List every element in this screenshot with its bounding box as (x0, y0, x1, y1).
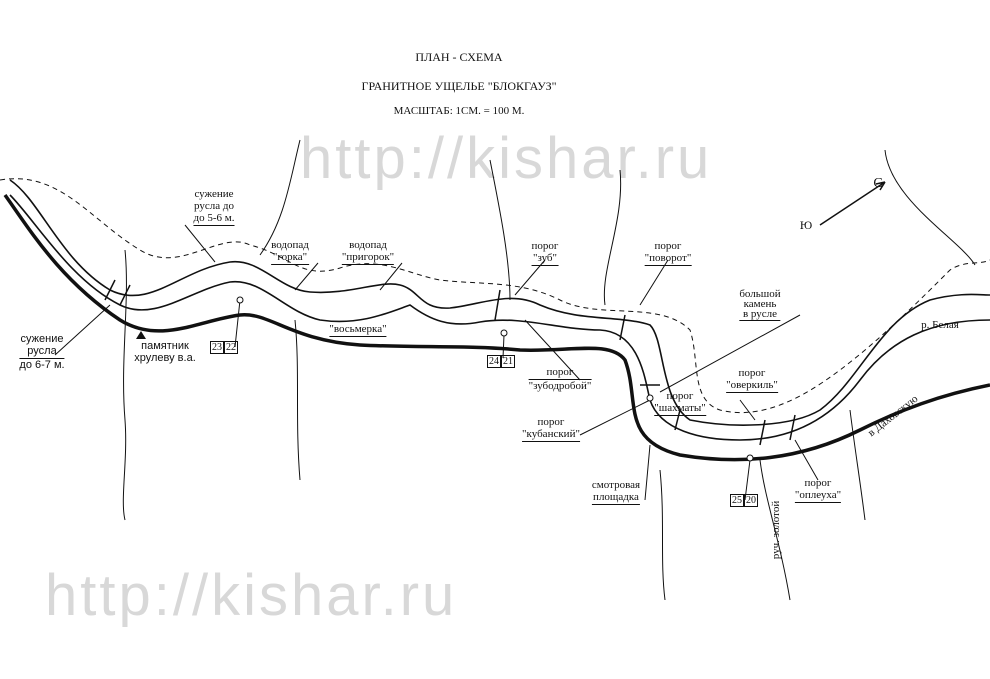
stream (122, 249, 127, 521)
label-porog-opleukha: порог"оплеуха" (794, 477, 842, 503)
km-point (236, 296, 244, 304)
stream (489, 159, 511, 301)
watermark: http://kishar.ru (45, 563, 458, 628)
stream (659, 469, 666, 601)
compass-north: С (873, 176, 883, 191)
label-porog-overkil: порог"оверкиль" (726, 367, 778, 393)
label-porog-zub: порог"зуб" (531, 240, 559, 266)
label-waterfall-gorka: водопад"горка" (271, 239, 309, 265)
km-point (500, 329, 508, 337)
river-bank-main (3, 193, 990, 462)
label-river-belaya: р. Белая (921, 319, 959, 331)
label-porog-povorot: порог"поворот" (644, 240, 692, 266)
compass-arrow (819, 181, 886, 226)
watermark: http://kishar.ru (300, 126, 713, 191)
label-vosmerka: "восьмерка" (329, 323, 387, 337)
big-stone-point (646, 394, 654, 402)
stream (259, 139, 301, 256)
stream-zolotoy (759, 459, 791, 601)
stream (849, 409, 866, 521)
stream (603, 169, 622, 306)
compass-south: Ю (799, 218, 813, 232)
monument-icon (136, 331, 146, 339)
stream (884, 149, 976, 266)
label-stream-zolotoy: руч. золотой (770, 500, 782, 560)
label-waterfall-prigorok: водопад"пригорок" (341, 239, 395, 265)
label-porog-kubansky: порог"кубанский" (522, 416, 580, 442)
river-channel-bottom (9, 194, 990, 441)
stream (294, 319, 301, 481)
label-porog-zubodroboy: порог"зубодробой" (528, 366, 592, 392)
map-title: ПЛАН - СХЕМА (415, 50, 503, 64)
trail-dashed (0, 178, 990, 414)
label-porog-shakhmaty: порог"шахматы" (654, 390, 706, 416)
km-point (746, 454, 754, 462)
river-channel-top (9, 179, 990, 426)
map-scale: МАСШТАБ: 1СМ. = 100 М. (393, 105, 525, 117)
map-subtitle: ГРАНИТНОЕ УЩЕЛЬЕ "БЛОКГАУЗ" (361, 79, 557, 93)
